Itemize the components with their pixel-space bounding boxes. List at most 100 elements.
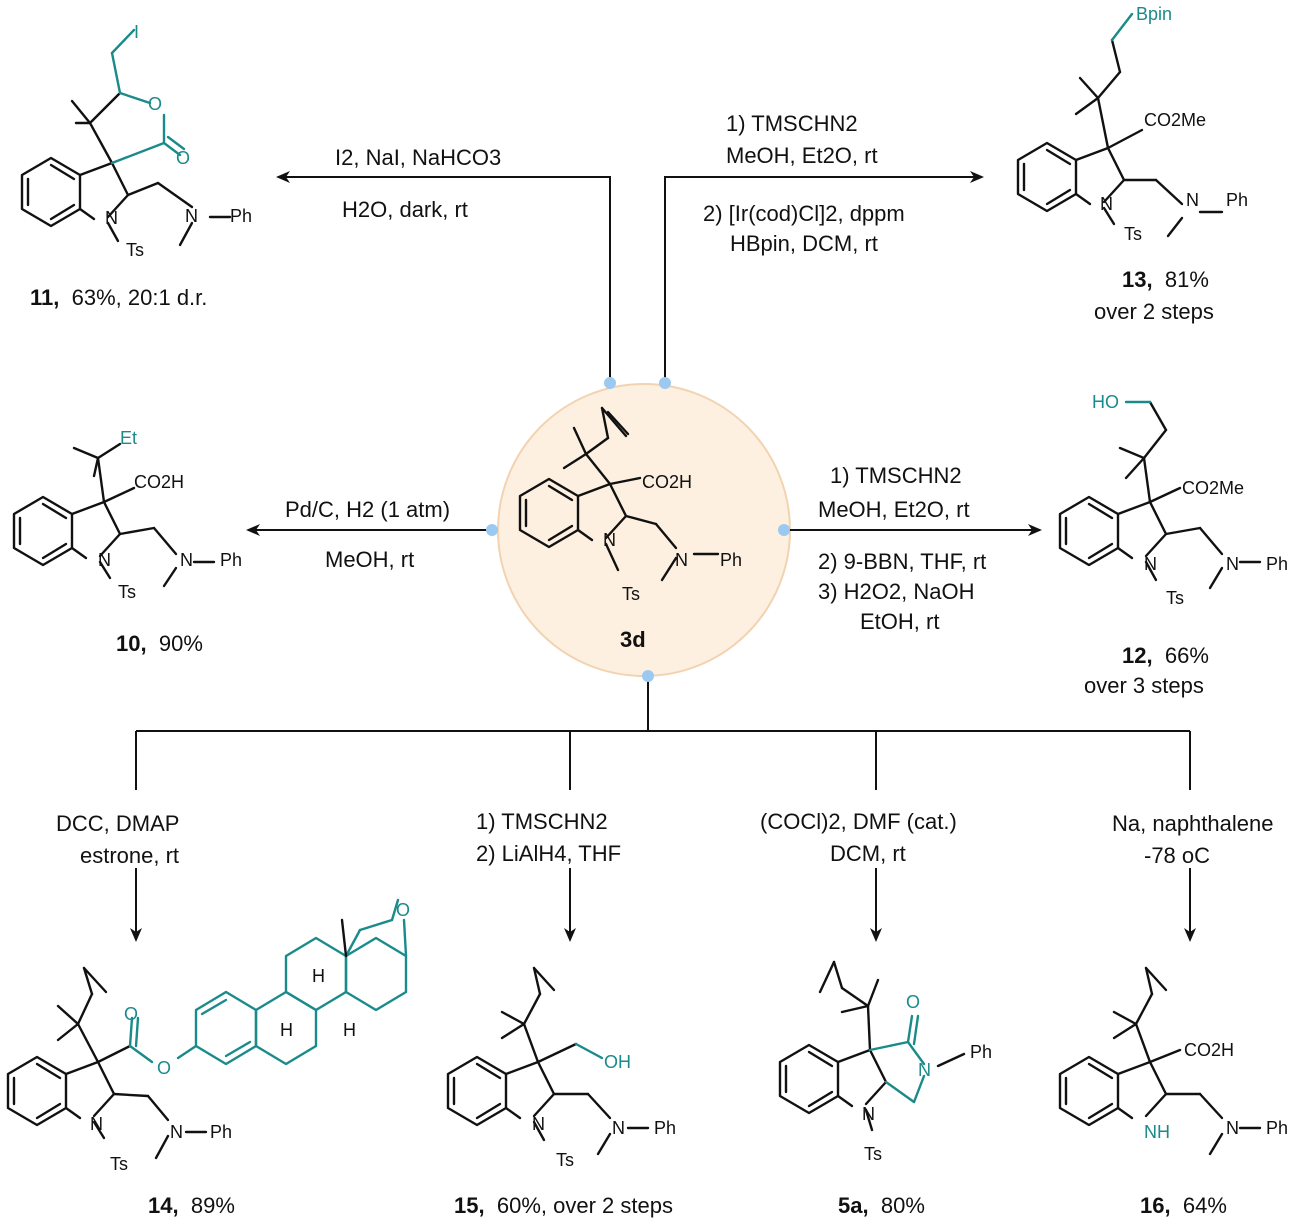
- branch-lines-bottom: [135, 676, 1191, 790]
- compound-id: 12: [1122, 643, 1147, 668]
- structure-3d: [518, 406, 720, 582]
- ph-label: Ph: [1266, 1118, 1288, 1138]
- compound-id: 15: [454, 1193, 479, 1218]
- compound-label-14: 14, 89%: [148, 1193, 235, 1218]
- conditions-to-5a-line2: DCM, rt: [830, 841, 906, 866]
- yield: 89%: [190, 1193, 235, 1218]
- compound-id: 5a: [838, 1193, 863, 1218]
- connector-dots: [486, 377, 790, 682]
- compound-id: 3d: [620, 627, 646, 652]
- yield: 63%, 20:1 d.r.: [71, 285, 208, 310]
- n-label: N: [603, 530, 616, 550]
- compound-label-13: 13, 81%: [1122, 267, 1209, 292]
- n-label: N: [180, 550, 193, 570]
- yield-note-12: over 3 steps: [1084, 673, 1204, 698]
- ts-label: Ts: [1124, 224, 1142, 244]
- ph-label: Ph: [970, 1042, 992, 1062]
- conditions-to-16-line2: -78 oC: [1144, 843, 1211, 868]
- conditions-to-10-below: MeOH, rt: [325, 547, 415, 572]
- yield: 60%, over 2 steps: [496, 1193, 673, 1218]
- conditions-to-10-above: Pd/C, H2 (1 atm): [285, 497, 451, 522]
- ph-label: Ph: [210, 1122, 232, 1142]
- n-label: N: [862, 1104, 875, 1124]
- yield: 90%: [158, 631, 203, 656]
- conditions-to-13-line3: 2) [Ir(cod)Cl]2, dppm: [703, 201, 905, 226]
- structure-15: [446, 966, 650, 1156]
- conditions-to-14-line2: estrone, rt: [80, 843, 180, 868]
- structure-11: [20, 28, 232, 247]
- conditions-to-12-line4: 3) H2O2, NaOH: [818, 579, 975, 604]
- compound-label-15: 15, 60%, over 2 steps: [454, 1193, 673, 1218]
- conditions-to-14-line1: DCC, DMAP: [56, 811, 180, 836]
- o-label: O: [148, 94, 162, 114]
- co2h-label: CO2H: [134, 472, 184, 492]
- ph-label: Ph: [230, 206, 252, 226]
- compound-id: 16: [1140, 1193, 1165, 1218]
- yield: 80%: [880, 1193, 925, 1218]
- h-label: H: [343, 1020, 356, 1040]
- o-label: O: [396, 900, 410, 920]
- yield-note-13: over 2 steps: [1094, 299, 1214, 324]
- ph-label: Ph: [654, 1118, 676, 1138]
- n-label: N: [105, 208, 118, 228]
- n-label: N: [170, 1122, 183, 1142]
- conditions-to-15-line1: 1) TMSCHN2: [476, 809, 608, 834]
- h-label: H: [312, 966, 325, 986]
- estrone-fragment: [176, 898, 408, 1066]
- structure-16: [1058, 966, 1262, 1156]
- ts-label: Ts: [622, 584, 640, 604]
- n-label: N: [185, 206, 198, 226]
- co2me-label: CO2Me: [1182, 478, 1244, 498]
- compound-id: 10: [116, 631, 141, 656]
- co2h-label: CO2H: [1184, 1040, 1234, 1060]
- ts-label: Ts: [110, 1154, 128, 1174]
- compound-id: 11: [30, 285, 54, 310]
- co2me-label: CO2Me: [1144, 110, 1206, 130]
- conditions-to-15-line2: 2) LiAlH4, THF: [476, 841, 622, 866]
- yield: 64%: [1182, 1193, 1227, 1218]
- arrow-to-13: [664, 171, 984, 380]
- ts-label: Ts: [1166, 588, 1184, 608]
- oh-label: OH: [604, 1052, 631, 1072]
- conditions-to-13-line2: MeOH, Et2O, rt: [726, 143, 878, 168]
- compound-label-5a: 5a, 80%: [838, 1193, 925, 1218]
- compound-id: 13: [1122, 267, 1147, 292]
- n-label: N: [612, 1118, 625, 1138]
- iodine-label: I: [134, 22, 139, 42]
- compound-id: 14: [148, 1193, 173, 1218]
- o-label: O: [906, 992, 920, 1012]
- compound-label-3d: 3d: [620, 626, 646, 654]
- h-label: H: [280, 1020, 293, 1040]
- o-label: O: [157, 1058, 171, 1078]
- structure-14: [6, 966, 208, 1160]
- ts-label: Ts: [118, 582, 136, 602]
- conditions-to-11-above: I2, NaI, NaHCO3: [335, 145, 502, 170]
- compound-label-11: 11, 63%, 20:1 d.r.: [30, 285, 208, 310]
- conditions-to-12-line2: MeOH, Et2O, rt: [818, 497, 970, 522]
- conditions-to-16-line1: Na, naphthalene: [1112, 811, 1274, 836]
- o-label: O: [176, 148, 190, 168]
- ph-label: Ph: [220, 550, 242, 570]
- n-label: N: [1186, 190, 1199, 210]
- ts-label: Ts: [126, 240, 144, 260]
- n-label: N: [1226, 1118, 1239, 1138]
- conditions-to-12-line5: EtOH, rt: [860, 609, 940, 634]
- ts-label: Ts: [864, 1144, 882, 1164]
- nh-label: NH: [1144, 1122, 1170, 1142]
- n-label: N: [1226, 554, 1239, 574]
- ho-label: HO: [1092, 392, 1119, 412]
- yield: 81%: [1164, 267, 1209, 292]
- conditions-to-11-below: H2O, dark, rt: [342, 197, 468, 222]
- conditions-to-12-line1: 1) TMSCHN2: [830, 463, 962, 488]
- arrow-to-11: [276, 171, 611, 380]
- o-label: O: [124, 1004, 138, 1024]
- ph-label: Ph: [1226, 190, 1248, 210]
- bpin-label: Bpin: [1136, 4, 1172, 24]
- structure-12: [1058, 400, 1262, 590]
- structure-13: [1016, 12, 1224, 238]
- compound-label-10: 10, 90%: [116, 631, 203, 656]
- n-label: N: [675, 550, 688, 570]
- n-label: N: [532, 1114, 545, 1134]
- conditions-to-13-line4: HBpin, DCM, rt: [730, 231, 878, 256]
